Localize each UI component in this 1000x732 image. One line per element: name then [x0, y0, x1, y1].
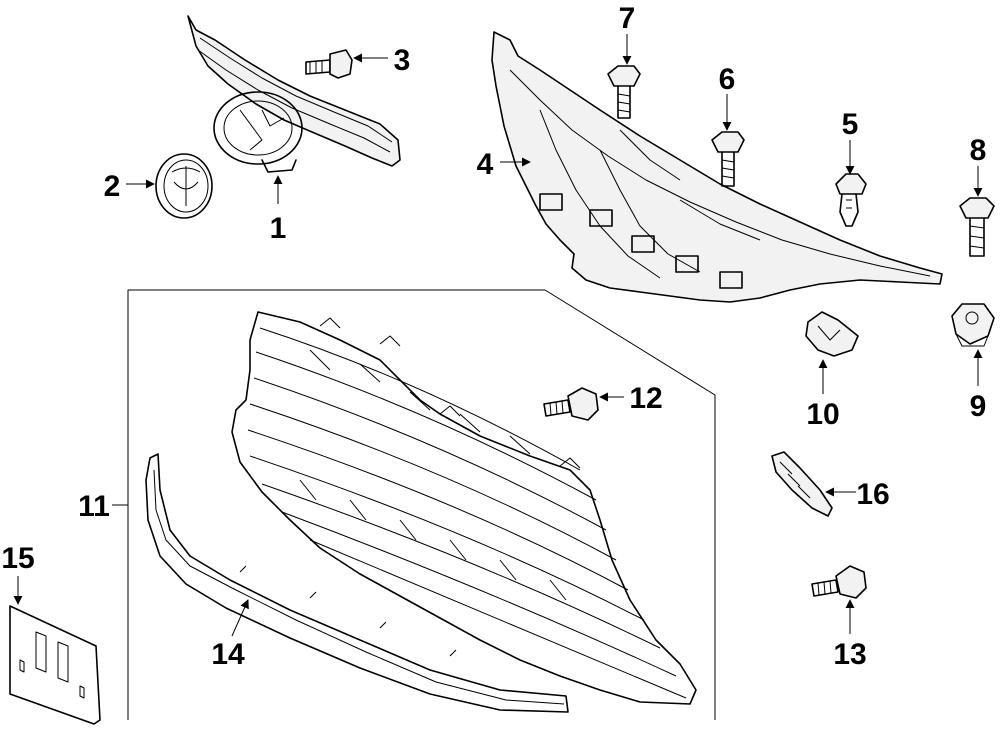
part-3-bolt [305, 49, 353, 79]
callout-6: 6 [719, 63, 736, 96]
callout-16: 16 [856, 478, 889, 511]
part-4-support-bracket [491, 31, 943, 303]
part-7-bolt [607, 65, 641, 119]
part-5-clip [835, 173, 867, 227]
callout-labels: 1 2 3 4 5 6 7 8 9 10 11 12 13 14 15 16 [1, 2, 986, 671]
callout-5: 5 [842, 108, 859, 141]
part-11-grille [231, 311, 697, 705]
part-9-nut [951, 303, 995, 347]
callout-12: 12 [629, 382, 662, 415]
callout-10: 10 [806, 398, 839, 431]
callout-7: 7 [619, 2, 636, 35]
part-13-bolt [811, 565, 867, 599]
part-12-bolt [543, 387, 599, 421]
grille-assembly-frame [127, 289, 716, 720]
callout-15: 15 [1, 542, 34, 575]
callout-13: 13 [833, 638, 866, 671]
part-6-bolt [711, 131, 745, 187]
callout-14: 14 [211, 638, 245, 671]
callout-9: 9 [970, 390, 987, 423]
part-15-license-bracket [9, 605, 101, 725]
part-10-clip [805, 311, 859, 357]
leader-lines [13, 34, 983, 637]
part-2-emblem [155, 153, 213, 219]
callout-2: 2 [104, 170, 121, 203]
callout-8: 8 [970, 134, 987, 167]
part-16-bracket [771, 451, 833, 517]
callout-1: 1 [270, 212, 287, 245]
part-1-upper-molding [187, 15, 401, 173]
callout-4: 4 [477, 148, 494, 181]
part-8-bolt [959, 197, 995, 257]
callout-11: 11 [78, 490, 110, 523]
callout-3: 3 [394, 44, 411, 77]
part-14-lower-molding [145, 453, 569, 713]
